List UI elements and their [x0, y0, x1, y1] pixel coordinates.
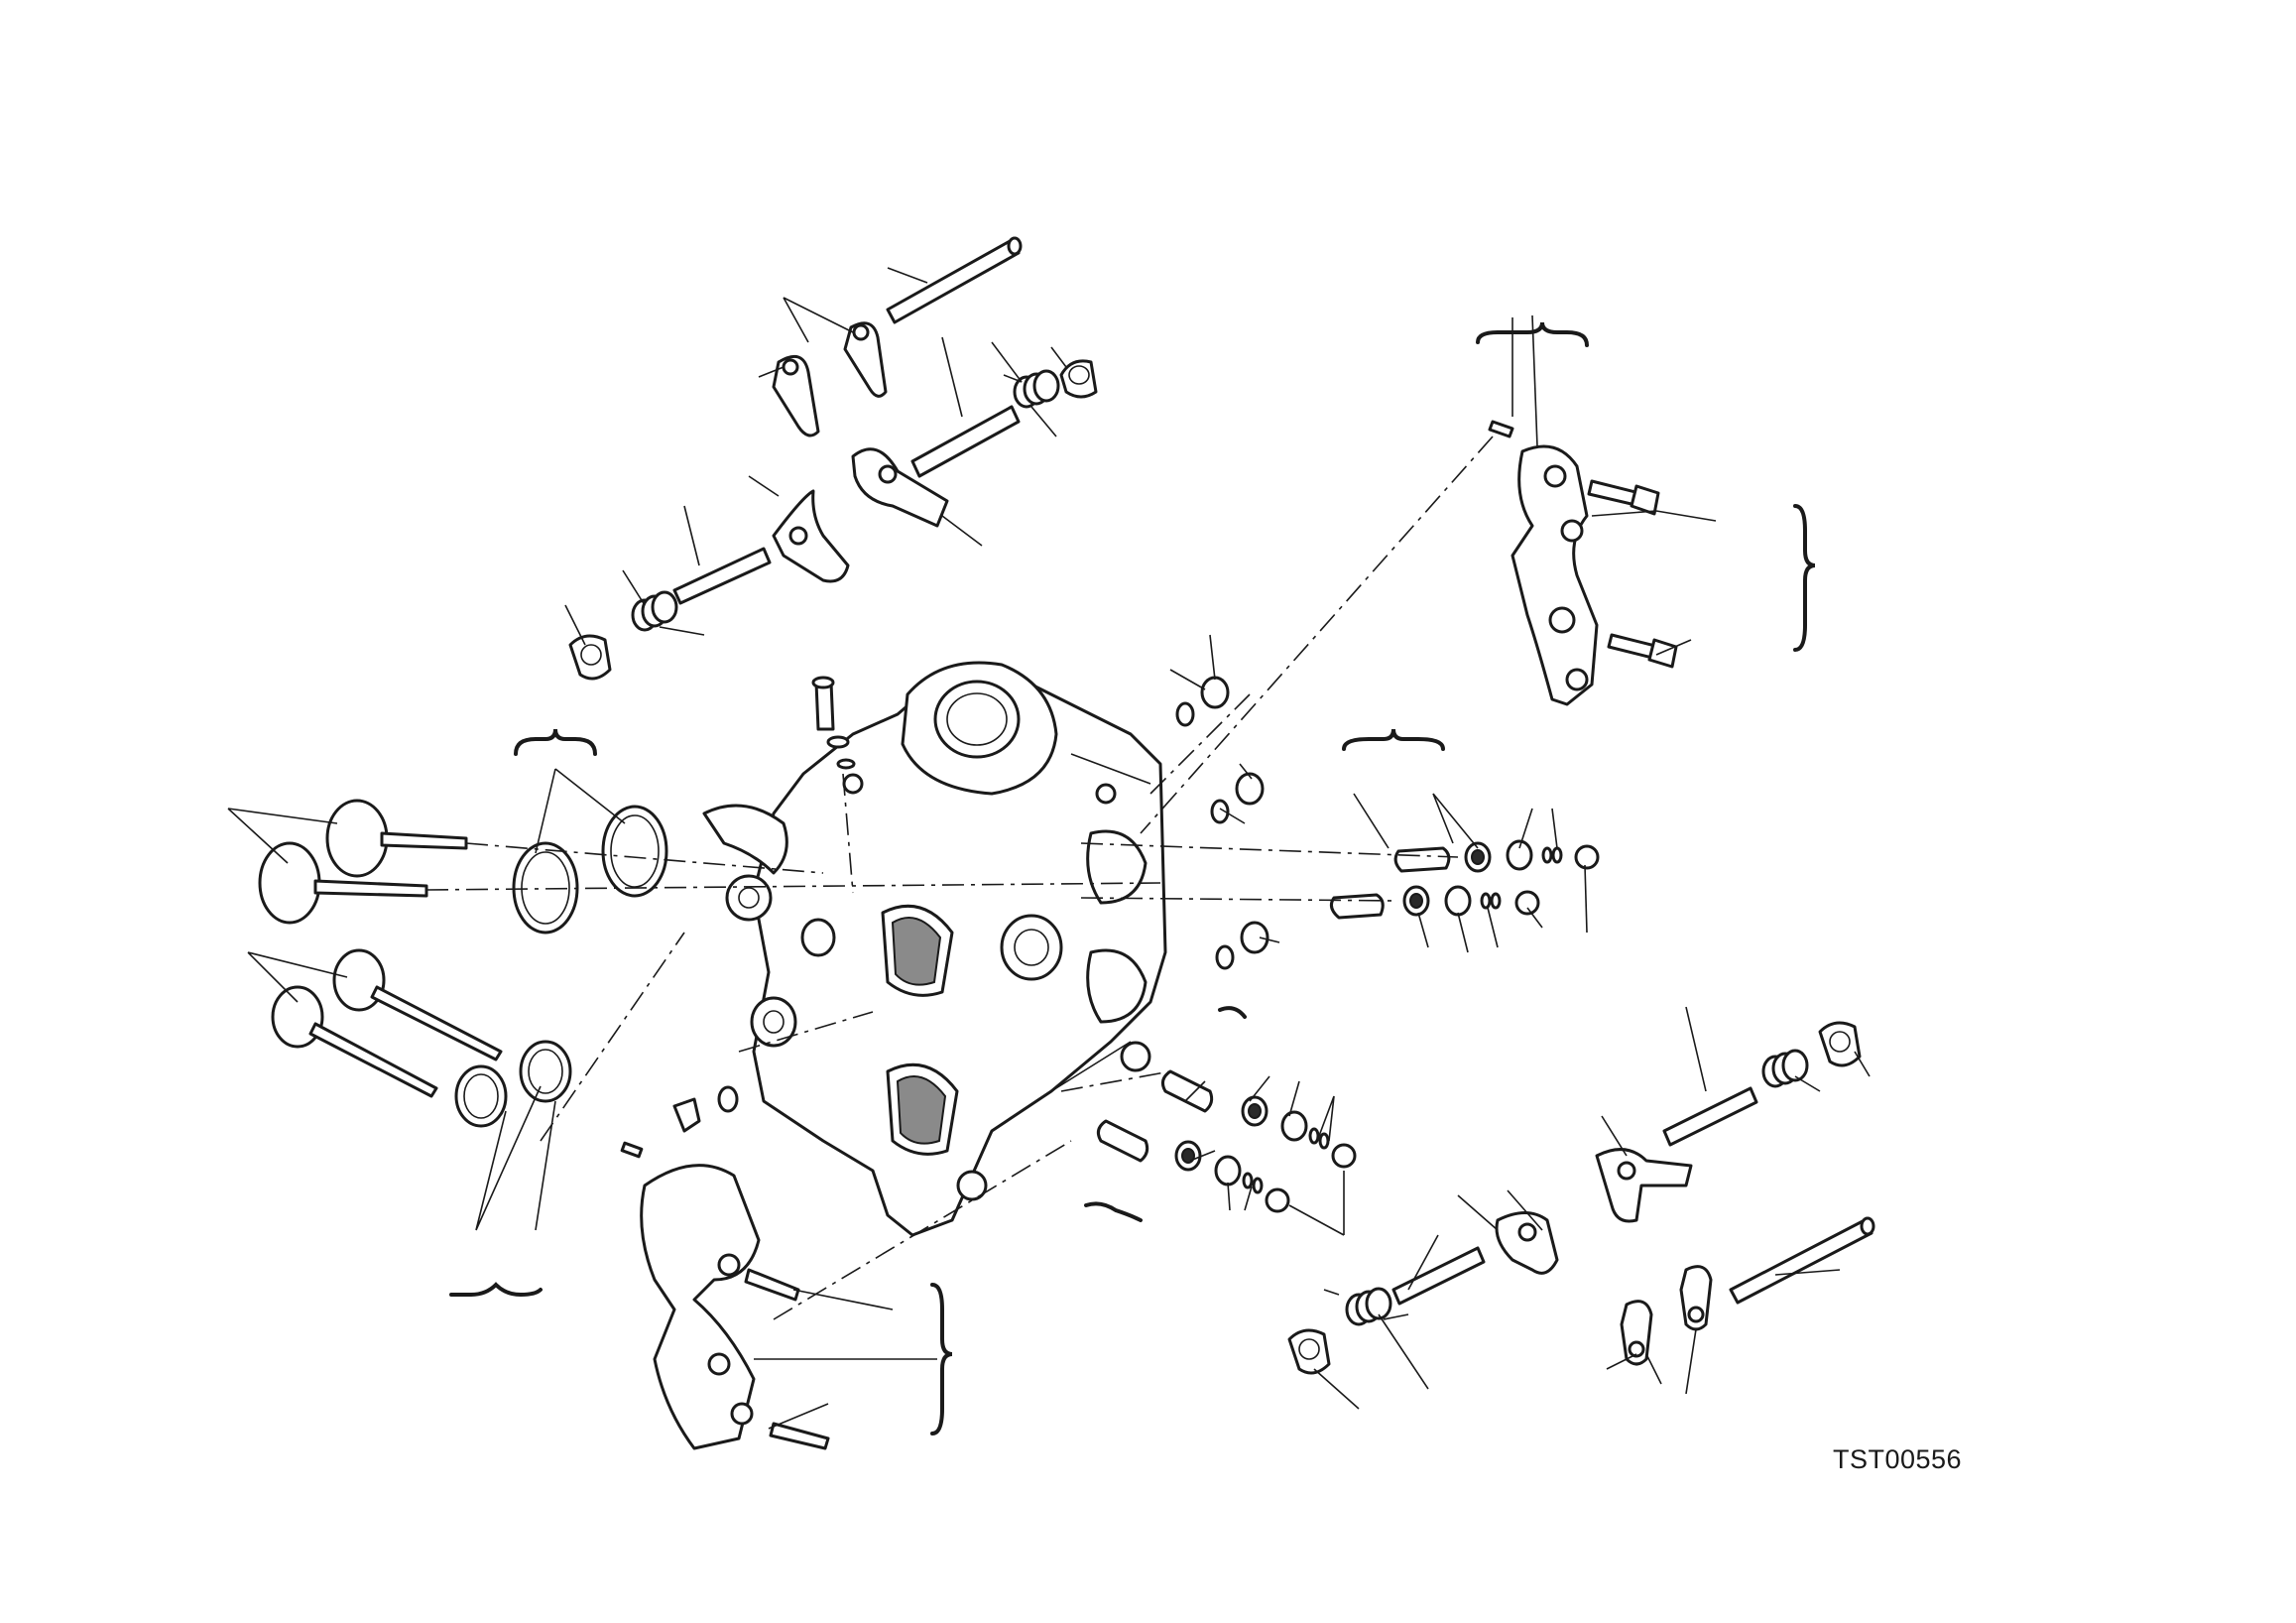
valve-seat-ring-4 [519, 1040, 572, 1103]
plug-left-bottom [672, 1085, 739, 1133]
lower-pin-mid [1391, 1246, 1486, 1306]
tappet-row-lower [1329, 885, 1540, 920]
camshaft-cap-top-right [1488, 420, 1678, 706]
upper-spring-cap [1059, 359, 1098, 399]
valve-lower-intake-1 [332, 948, 503, 1061]
valve-seat-ring-1 [512, 841, 579, 935]
cylinder-head [702, 661, 1167, 1237]
valve-upper-exhaust-1 [325, 799, 468, 878]
upper-pin [910, 405, 1021, 478]
tappet-row-lower-3 [1096, 1119, 1290, 1213]
upper-rocker-arm-left [772, 354, 820, 437]
tappet-row-lower-2 [1160, 1069, 1357, 1169]
leader-lines [227, 267, 1871, 1430]
upper-spring-2 [631, 590, 705, 636]
upper-spring-cap-2 [568, 634, 612, 681]
upper-rocker-bracket [851, 447, 949, 528]
lower-rocker-shaft [1729, 1216, 1875, 1305]
lower-spring-cap-right [1818, 1021, 1862, 1067]
upper-torsion-spring [1003, 369, 1060, 437]
valve-seat-ring-2 [601, 805, 668, 898]
lower-spring-cap-mid [1287, 1328, 1331, 1375]
tappet-row-upper [1393, 839, 1600, 873]
valve-upper-exhaust-2 [258, 841, 428, 925]
lower-rocker-arm-right [1679, 1265, 1713, 1331]
head-plugs [1175, 676, 1269, 970]
sensor-stud [811, 676, 856, 770]
valve-seat-ring-3 [454, 1064, 508, 1128]
lower-torsion-spring-right [1761, 1049, 1809, 1088]
centerlines [425, 436, 1494, 1320]
upper-rocker-arm-right [843, 321, 888, 398]
upper-pin-2 [672, 547, 772, 605]
lower-rocker-arm-mid [1495, 1211, 1559, 1275]
valve-lower-intake-2 [271, 985, 438, 1098]
drawing-reference-code: TST00556 [1833, 1444, 1963, 1474]
lower-spring-mid [1323, 1287, 1409, 1326]
lower-pin-right [1662, 1086, 1758, 1147]
upper-rocker-shaft [886, 236, 1023, 324]
braces [449, 321, 1816, 1436]
lower-rocker-bracket-right [1595, 1148, 1693, 1223]
lower-rocker-arm-top [772, 489, 850, 583]
lower-rocker-arm-left [1620, 1300, 1653, 1366]
camshaft-cap-lower-left [620, 1141, 830, 1450]
